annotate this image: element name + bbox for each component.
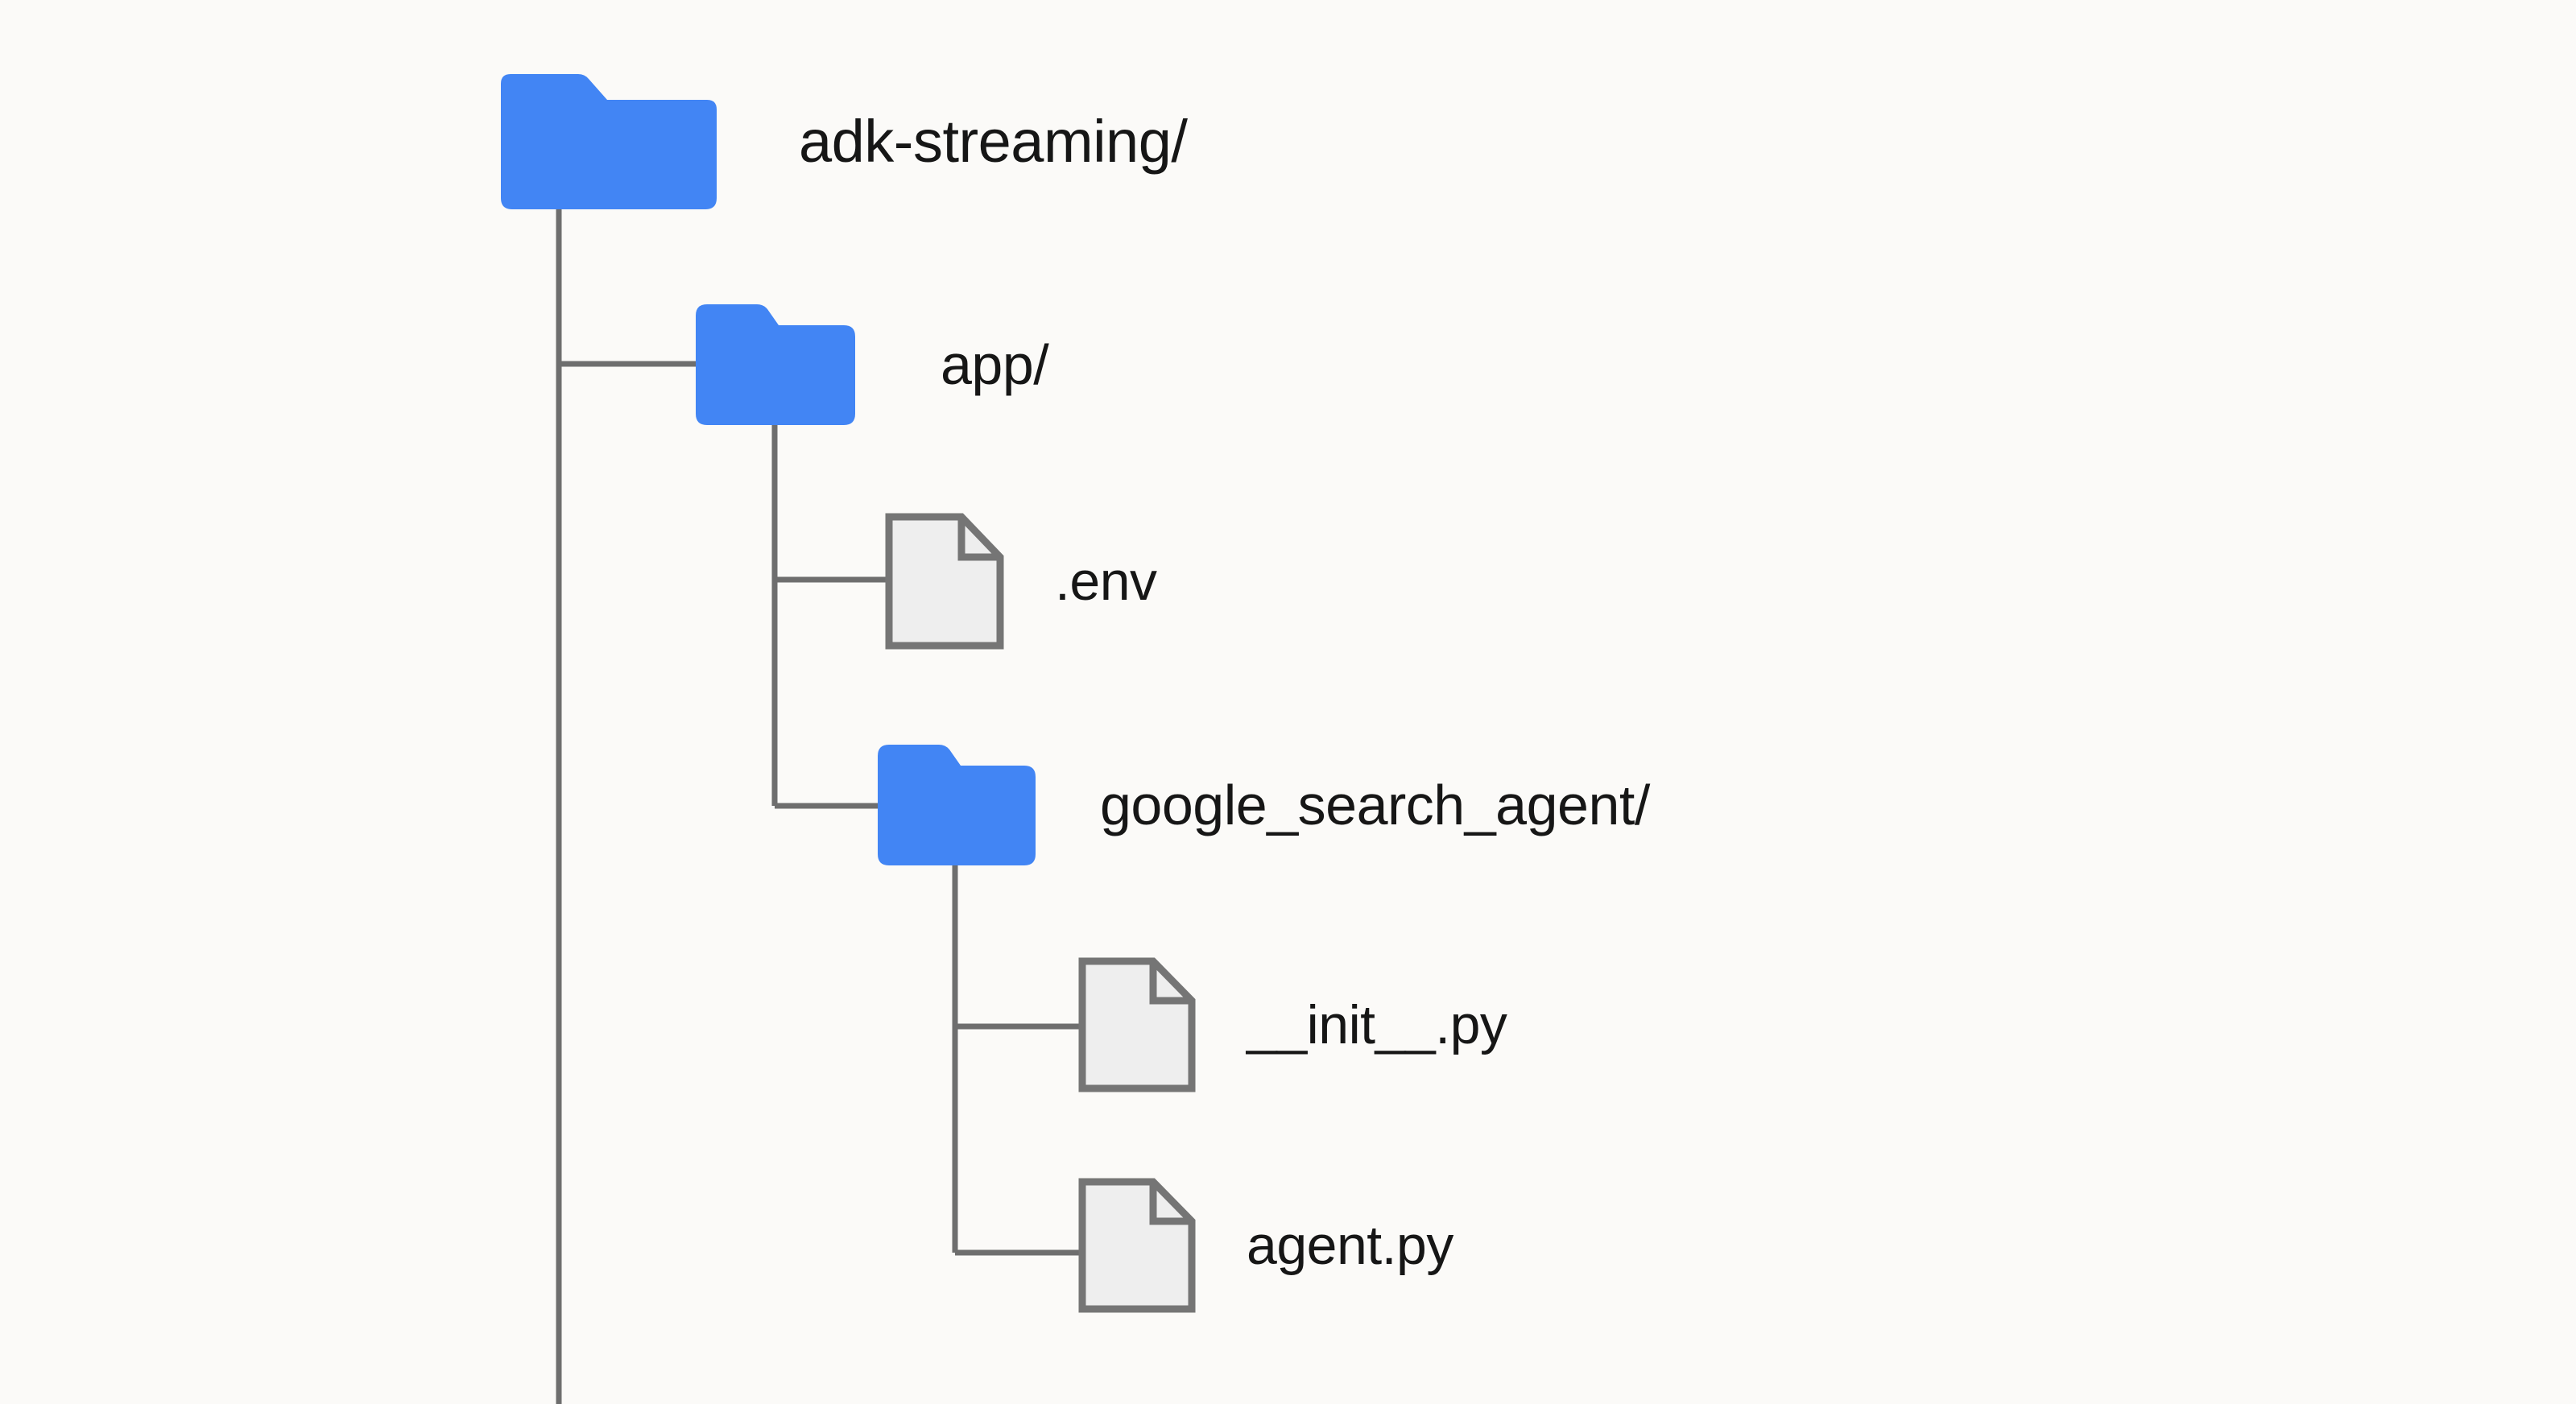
file-icon [884,512,1005,650]
tree-node-init-py[interactable]: __init__.py [1077,956,1507,1093]
folder-icon [694,303,857,427]
tree-node-label: adk-streaming/ [799,108,1188,175]
tree-node-label: __init__.py [1247,994,1507,1055]
tree-node-label: app/ [941,333,1049,396]
tree-node-google-search-agent[interactable]: google_search_agent/ [876,743,1650,867]
tree-node-app[interactable]: app/ [694,303,1049,427]
folder-icon [876,743,1037,867]
tree-node-label: .env [1055,551,1157,612]
folder-icon [490,72,718,211]
tree-node-adk-streaming[interactable]: adk-streaming/ [490,72,1188,211]
file-icon [1077,956,1197,1093]
tree-node-agent-py[interactable]: agent.py [1077,1177,1453,1314]
tree-node-label: agent.py [1247,1215,1453,1276]
tree-node-label: google_search_agent/ [1100,774,1650,836]
file-icon [1077,1177,1197,1314]
tree-node-env[interactable]: .env [884,512,1157,650]
